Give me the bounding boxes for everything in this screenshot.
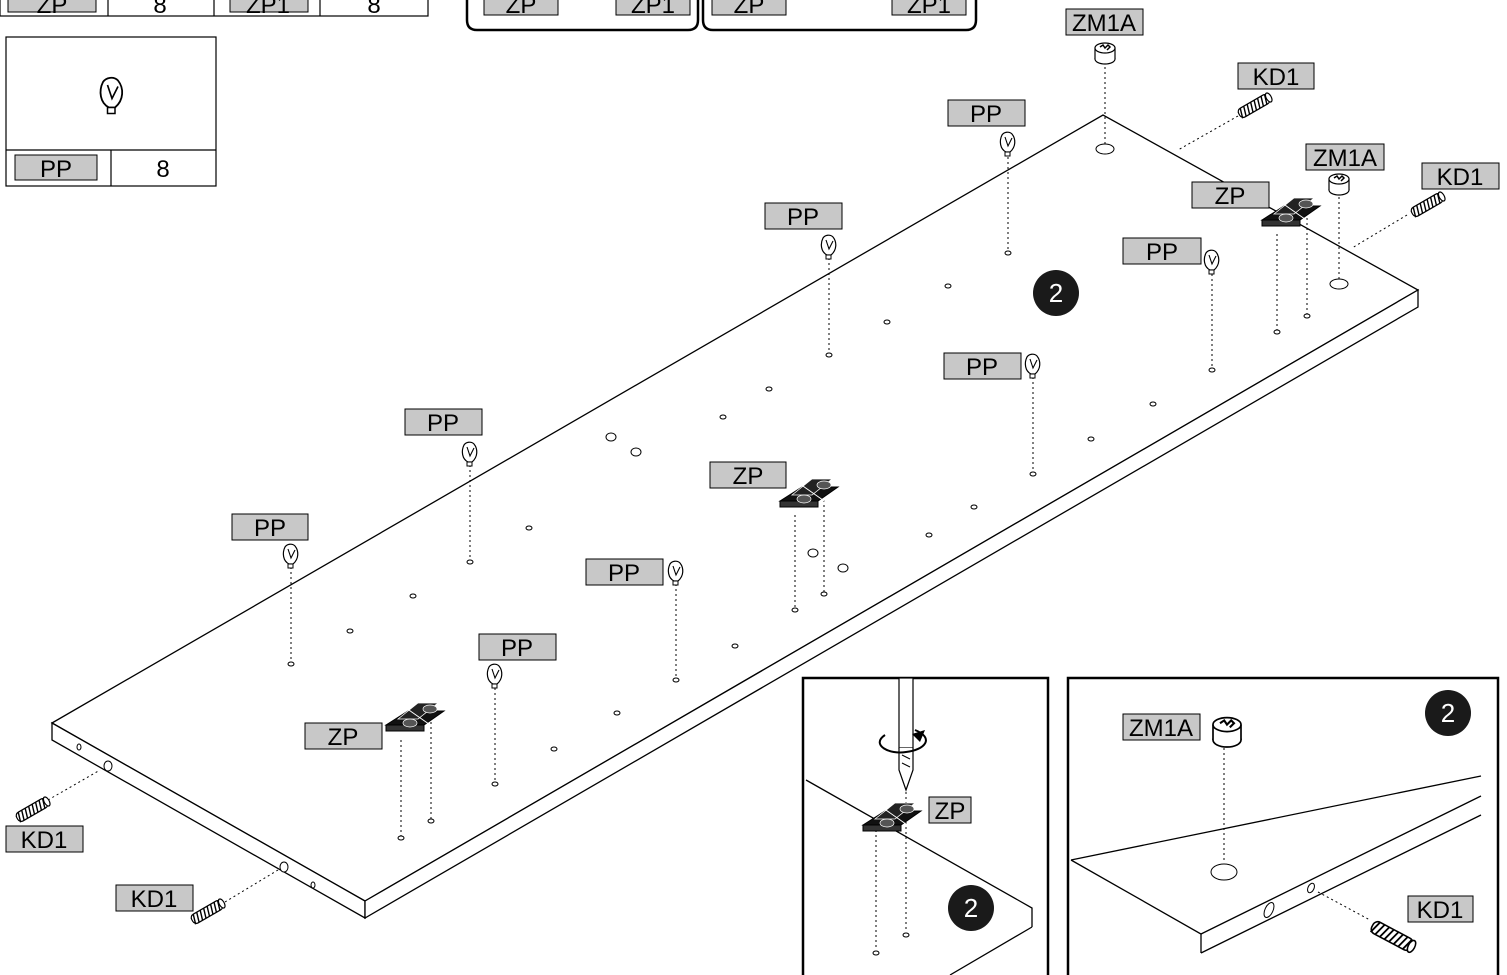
pp-count-value: 8 <box>156 156 169 183</box>
label-pp: PP <box>427 410 459 437</box>
table-label-zp: ZP <box>37 0 68 19</box>
label-pp: PP <box>1146 239 1178 266</box>
inset-label-zm1a: ZM1A <box>1129 715 1193 742</box>
pp-count-box: PP 8 <box>5 36 217 187</box>
plate-variant-boxes: ZP ZP1 ZP ZP1 <box>465 0 978 32</box>
label-zm1a: ZM1A <box>1072 10 1136 37</box>
label-zp: ZP <box>733 463 764 490</box>
variant-label-4: ZP1 <box>907 0 951 19</box>
screwdriver-icon <box>898 677 914 749</box>
table-count-zp: 8 <box>153 0 166 19</box>
step-number: 2 <box>1049 278 1063 308</box>
pp-count-label: PP <box>40 156 72 183</box>
step-badge: 2 <box>1033 270 1079 316</box>
inset-label-zp: ZP <box>935 798 966 825</box>
cam-connector-icon <box>1211 716 1243 749</box>
variant-label-1: ZP <box>506 0 537 19</box>
shelf-pin-icon <box>820 234 837 260</box>
table-count-zp1: 8 <box>367 0 380 19</box>
inset-cam-and-dowel: ZM1A KD1 2 <box>1066 676 1500 975</box>
inset-plate-screwing: ZP 2 <box>801 676 1050 975</box>
rotate-arrow-icon <box>878 729 927 754</box>
cam-connector-icon <box>1328 173 1350 196</box>
inset-label-kd1: KD1 <box>1417 897 1464 924</box>
label-zm1a: ZM1A <box>1313 145 1377 172</box>
label-pp: PP <box>787 204 819 231</box>
dowel-icon <box>1409 190 1448 219</box>
label-kd1: KD1 <box>21 827 68 854</box>
label-pp: PP <box>254 515 286 542</box>
label-kd1: KD1 <box>1437 164 1484 191</box>
inset-step-number: 2 <box>964 893 978 923</box>
variant-label-2: ZP1 <box>631 0 675 19</box>
shelf-pin-icon <box>461 441 478 467</box>
label-zp: ZP <box>328 724 359 751</box>
part-labels <box>5 8 1500 912</box>
label-pp: PP <box>966 354 998 381</box>
panel-holes <box>76 143 1349 889</box>
dowel-icon <box>14 795 53 824</box>
cam-connector-icon <box>1094 42 1116 65</box>
part-label-texts: ZM1A KD1 PP ZM1A KD1 ZP PP PP PP PP ZP P… <box>21 10 1484 913</box>
label-pp: PP <box>608 560 640 587</box>
guide-lines <box>47 62 1408 903</box>
parts-count-table: ZP 8 ZP1 8 <box>0 0 429 19</box>
label-pp: PP <box>501 635 533 662</box>
label-kd1: KD1 <box>131 886 178 913</box>
label-pp: PP <box>970 101 1002 128</box>
shelf-pin-icon <box>282 543 299 569</box>
label-kd1: KD1 <box>1253 64 1300 91</box>
label-zp: ZP <box>1215 183 1246 210</box>
dowel-icon <box>189 897 228 926</box>
inset-step-number: 2 <box>1441 698 1455 728</box>
dowel-icon <box>1236 91 1275 120</box>
table-label-zp1: ZP1 <box>246 0 290 19</box>
variant-label-3: ZP <box>734 0 765 19</box>
shelf-pin-icon <box>999 131 1016 157</box>
